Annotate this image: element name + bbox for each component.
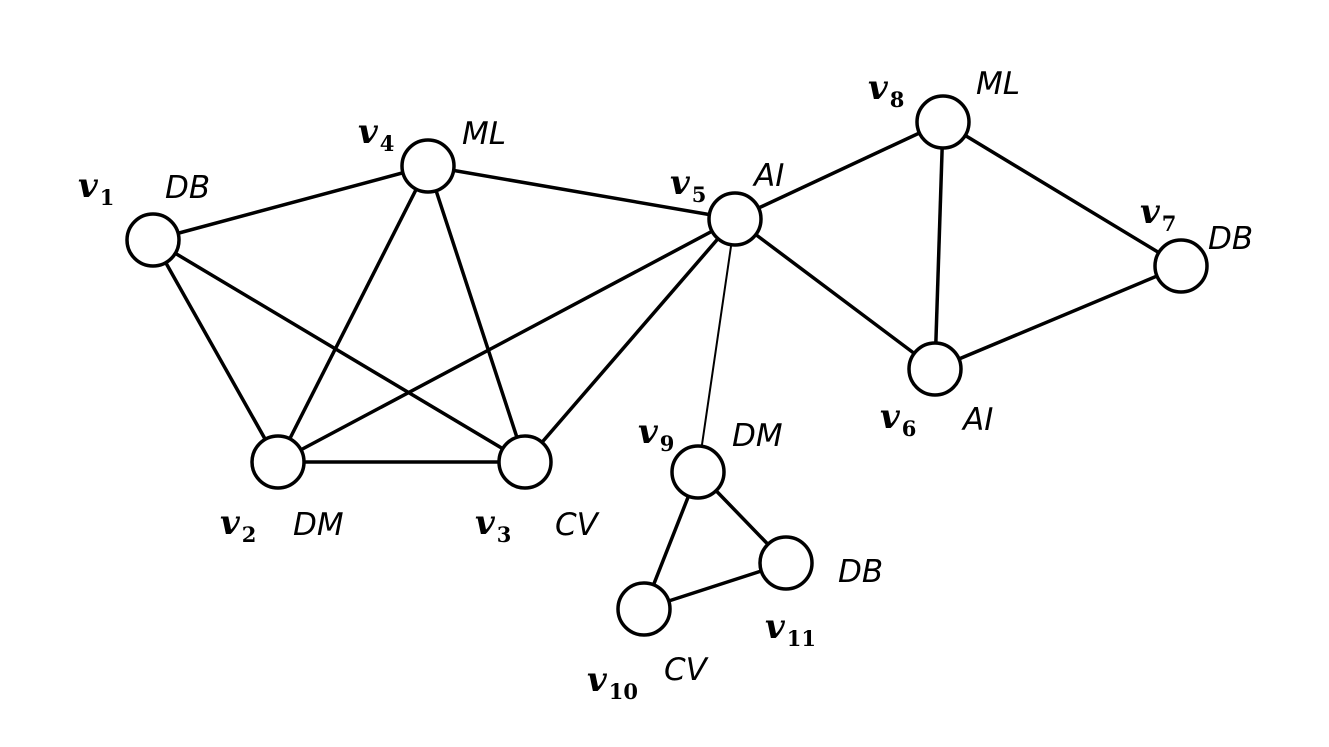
vertex-name-subscript: 5 (692, 182, 707, 207)
edge-v2-v5 (277, 217, 736, 464)
vertex-tag-v11: DB (838, 554, 883, 590)
vertex-name-subscript: 11 (787, 626, 816, 651)
node-v9 (670, 444, 726, 500)
vertex-tag-v10: CV (664, 652, 710, 688)
node-v10 (616, 581, 672, 637)
vertex-name-base: v (78, 166, 99, 206)
vertex-name-subscript: 7 (1162, 211, 1177, 236)
node-v1 (125, 212, 181, 268)
edge-v5-v8 (734, 120, 944, 221)
node-v3 (497, 434, 553, 490)
vertex-name-v2: v2 (220, 503, 256, 547)
vertex-tag-v5: AI (752, 158, 784, 194)
vertex-name-base: v (670, 163, 691, 203)
vertex-name-base: v (868, 68, 889, 108)
vertex-tag-v6: AI (961, 402, 993, 438)
vertex-name-subscript: 2 (242, 522, 257, 547)
vertex-tag-v4: ML (462, 116, 506, 152)
vertex-name-subscript: 9 (660, 431, 675, 456)
vertex-name-base: v (587, 660, 608, 700)
vertex-name-base: v (765, 607, 786, 647)
node-v11 (758, 535, 814, 591)
vertex-name-subscript: 6 (902, 416, 917, 441)
vertex-name-v10: v10 (587, 660, 638, 704)
edge-v4-v2 (276, 165, 430, 463)
edge-v1-v2 (151, 239, 280, 463)
nodes-layer (125, 94, 1209, 637)
node-v5 (707, 191, 763, 247)
vertex-name-subscript: 3 (497, 522, 512, 547)
vertex-tag-v3: CV (555, 507, 601, 543)
vertex-name-base: v (638, 412, 659, 452)
vertex-name-base: v (475, 503, 496, 543)
edge-v5-v9 (697, 218, 736, 473)
vertex-name-base: v (1140, 192, 1161, 232)
edge-v5-v6 (733, 217, 937, 371)
edge-v4-v3 (426, 165, 527, 463)
edge-v4-v5 (427, 164, 736, 221)
vertex-name-v11: v11 (765, 607, 816, 651)
vertex-name-v4: v4 (358, 112, 394, 156)
node-v2 (250, 434, 306, 490)
vertex-tag-v1: DB (165, 170, 210, 206)
vertex-name-v8: v8 (868, 68, 904, 112)
edge-v1-v4 (152, 164, 429, 242)
node-v4 (400, 138, 456, 194)
vertex-name-subscript: 10 (609, 679, 638, 704)
vertex-tag-v9: DM (732, 418, 783, 454)
vertex-name-v1: v1 (78, 166, 114, 210)
vertex-name-v3: v3 (475, 503, 511, 547)
vertex-tag-v8: ML (976, 66, 1020, 102)
vertex-name-subscript: 4 (380, 131, 395, 156)
vertex-name-base: v (220, 503, 241, 543)
vertex-name-base: v (358, 112, 379, 152)
vertex-name-v6: v6 (880, 397, 916, 441)
vertex-tag-v7: DB (1208, 221, 1253, 257)
vertex-name-base: v (880, 397, 901, 437)
edges-layer (151, 120, 1182, 611)
node-v8 (915, 94, 971, 150)
vertex-tag-v2: DM (293, 507, 344, 543)
edge-v6-v7 (934, 264, 1182, 371)
edge-v8-v6 (933, 121, 945, 370)
edge-v8-v7 (942, 120, 1182, 268)
vertex-name-v5: v5 (670, 163, 706, 207)
node-v7 (1153, 238, 1209, 294)
vertex-name-v7: v7 (1140, 192, 1176, 236)
vertex-name-v9: v9 (638, 412, 674, 456)
vertex-name-subscript: 1 (100, 185, 115, 210)
edge-v1-v3 (152, 238, 526, 464)
edge-v3-v5 (523, 217, 737, 464)
node-v6 (907, 341, 963, 397)
vertex-name-subscript: 8 (890, 87, 905, 112)
